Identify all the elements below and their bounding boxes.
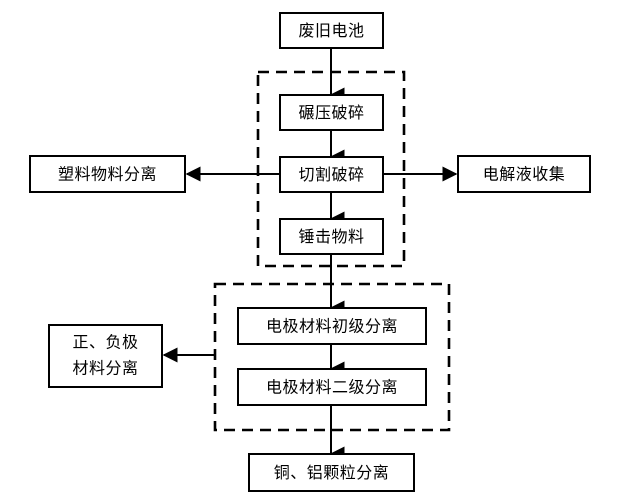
node-copper-aluminum-separation-label: 铜、铝颗粒分离: [274, 463, 390, 482]
node-cathode-anode-separation-label-line2: 材料分离: [72, 359, 138, 378]
node-roll-crush-label: 碾压破碎: [298, 103, 364, 122]
node-copper-aluminum-separation-box[interactable]: [248, 453, 415, 492]
node-roll-crush-box[interactable]: [279, 94, 384, 131]
node-plastic-separation-box[interactable]: [29, 155, 186, 193]
node-hammer-material-label: 锤击物料: [298, 227, 364, 246]
node-electrolyte-collection-box[interactable]: [457, 155, 591, 193]
node-waste-battery-box[interactable]: [279, 12, 384, 49]
node-electrode-secondary-separation-box[interactable]: [237, 368, 427, 406]
node-waste-battery-label: 废旧电池: [298, 21, 364, 40]
node-cut-crush-label: 切割破碎: [298, 165, 364, 184]
node-plastic-separation-label: 塑料物料分离: [58, 165, 157, 184]
node-electrode-primary-separation-box[interactable]: [237, 307, 427, 345]
node-electrolyte-collection-label: 电解液收集: [483, 165, 566, 184]
node-hammer-material-box[interactable]: [279, 218, 384, 255]
node-cut-crush-box[interactable]: [279, 156, 384, 193]
node-electrode-secondary-separation-label: 电极材料二级分离: [266, 378, 398, 397]
node-cathode-anode-separation-label-line1: 正、负极: [72, 333, 138, 352]
node-electrode-primary-separation-label: 电极材料初级分离: [266, 317, 398, 336]
node-cathode-anode-separation-box[interactable]: [48, 324, 163, 388]
